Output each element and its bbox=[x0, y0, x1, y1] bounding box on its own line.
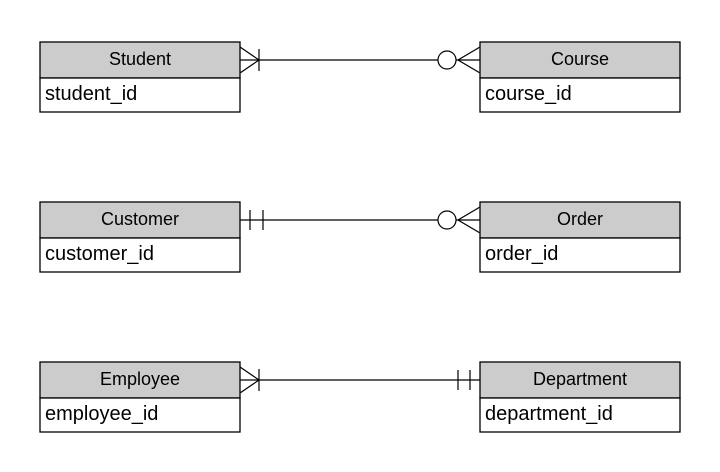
one-or-many-icon bbox=[239, 46, 261, 74]
entity-attribute-label: customer_id bbox=[45, 243, 154, 265]
zero-or-many-icon bbox=[437, 46, 481, 74]
entity-body-box bbox=[39, 77, 241, 113]
entity-department[interactable]: Department department_id bbox=[479, 361, 681, 433]
entity-attribute-label: course_id bbox=[485, 83, 572, 105]
entity-name-label: Order bbox=[557, 209, 603, 229]
entity-order[interactable]: Order order_id bbox=[479, 201, 681, 273]
crow-foot-icon bbox=[456, 46, 481, 74]
one-and-only-one-icon bbox=[249, 210, 264, 230]
entity-body-box bbox=[479, 237, 681, 273]
relationship-employee-department[interactable] bbox=[239, 366, 480, 394]
entity-header-box bbox=[479, 41, 681, 79]
entity-attribute-label: student_id bbox=[45, 83, 137, 105]
entity-header-box bbox=[39, 361, 241, 399]
entity-attribute-label: order_id bbox=[485, 243, 558, 265]
entity-name-label: Student bbox=[109, 49, 171, 69]
entity-body-box bbox=[479, 397, 681, 433]
zero-circle-icon bbox=[437, 210, 457, 230]
zero-or-many-icon bbox=[437, 206, 481, 234]
entity-header-box bbox=[39, 201, 241, 239]
one-or-many-icon bbox=[239, 366, 261, 394]
zero-circle-icon bbox=[437, 50, 457, 70]
entity-employee[interactable]: Employee employee_id bbox=[39, 361, 241, 433]
entity-attribute-label: employee_id bbox=[45, 403, 158, 425]
entity-header-box bbox=[39, 41, 241, 79]
entity-name-label: Course bbox=[551, 49, 609, 69]
entity-course[interactable]: Course course_id bbox=[479, 41, 681, 113]
entity-name-label: Customer bbox=[101, 209, 179, 229]
entity-header-box bbox=[479, 201, 681, 239]
entity-attribute-label: department_id bbox=[485, 403, 613, 425]
crow-foot-icon bbox=[456, 206, 481, 234]
entity-header-box bbox=[479, 361, 681, 399]
entity-customer[interactable]: Customer customer_id bbox=[39, 201, 241, 273]
entity-name-label: Employee bbox=[100, 369, 180, 389]
relationship-student-course[interactable] bbox=[239, 46, 481, 74]
one-and-only-one-icon bbox=[457, 370, 471, 390]
entity-body-box bbox=[479, 77, 681, 113]
relationship-customer-order[interactable] bbox=[240, 206, 481, 234]
entity-body-box bbox=[39, 397, 241, 433]
entity-body-box bbox=[39, 237, 241, 273]
entity-name-label: Department bbox=[533, 369, 627, 389]
entity-student[interactable]: Student student_id bbox=[39, 41, 241, 113]
